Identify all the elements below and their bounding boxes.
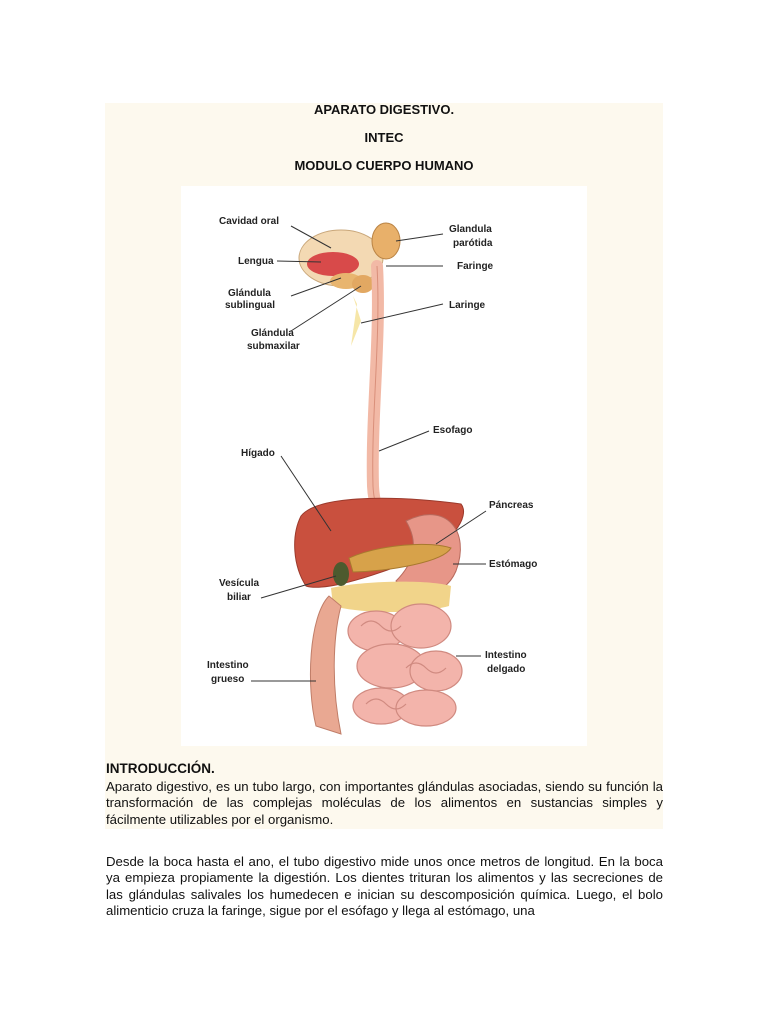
label-intestino-grueso-2: grueso (211, 674, 244, 685)
digestive-system-drawing: Cavidad oral Lengua Glándula sublingual … (207, 216, 537, 735)
digestive-system-illustration: Cavidad oral Lengua Glándula sublingual … (181, 186, 587, 746)
label-intestino-delgado-1: Intestino (485, 650, 527, 661)
label-glandula-submaxilar-2: submaxilar (247, 341, 300, 352)
label-pancreas: Páncreas (489, 500, 534, 511)
pancreas-shape (348, 543, 452, 573)
label-glandula-parotida-1: Glandula (449, 224, 492, 235)
document-title: APARATO DIGESTIVO. (313, 102, 455, 117)
section-heading-introduccion: INTRODUCCIÓN. (106, 761, 215, 776)
large-intestine-shape (309, 595, 342, 735)
label-intestino-delgado-2: delgado (487, 664, 525, 675)
label-cavidad-oral: Cavidad oral (219, 216, 279, 227)
submaxilar-gland-shape (352, 275, 374, 293)
label-intestino-grueso-1: Intestino (207, 660, 249, 671)
label-glandula-sublingual-2: sublingual (225, 300, 275, 311)
label-lengua: Lengua (238, 256, 274, 267)
label-esofago: Esofago (433, 425, 472, 436)
parotid-gland-shape (371, 222, 401, 260)
institution-name: INTEC (364, 130, 404, 145)
esophagus-shape (366, 260, 397, 527)
label-glandula-submaxilar-1: Glándula (251, 328, 294, 339)
small-intestine-shape (347, 603, 463, 727)
label-laringe: Laringe (449, 300, 486, 311)
larynx-shape (351, 296, 361, 346)
label-estomago: Estómago (489, 559, 537, 570)
tongue-shape (307, 252, 359, 276)
gallbladder-shape (333, 562, 349, 586)
label-glandula-parotida-2: parótida (453, 238, 493, 249)
label-vesicula-2: biliar (227, 592, 251, 603)
body-paragraph: Desde la boca hasta el ano, el tubo dige… (106, 854, 663, 919)
intro-paragraph: Aparato digestivo, es un tubo largo, con… (106, 779, 663, 827)
label-faringe: Faringe (457, 261, 494, 272)
label-higado: Hígado (241, 448, 275, 459)
label-glandula-sublingual-1: Glándula (228, 288, 271, 299)
label-vesicula-1: Vesícula (219, 578, 259, 589)
module-name: MODULO CUERPO HUMANO (294, 158, 474, 173)
